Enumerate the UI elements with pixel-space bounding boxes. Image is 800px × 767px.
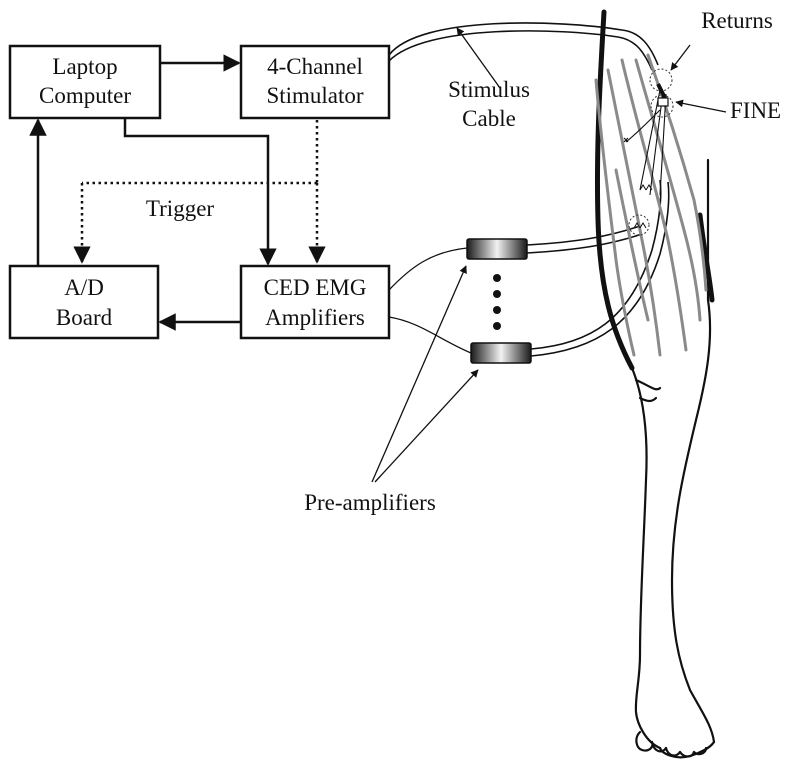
trigger-label: Trigger — [146, 196, 214, 221]
stimulus-cable-pointer — [456, 27, 501, 89]
laptop-label-line2: Computer — [39, 83, 131, 108]
emg-label-line2: Amplifiers — [265, 305, 365, 330]
returns-pointer — [670, 44, 691, 71]
ad-board-label-line1: A/D — [64, 275, 104, 300]
stimulus-cable-label-line2: Cable — [462, 106, 516, 131]
stimulator-label-line2: Stimulator — [266, 83, 363, 108]
preamplifiers-label: Pre-amplifiers — [304, 490, 436, 515]
preamp-to-leg-cables — [526, 179, 670, 357]
fine-pointer — [675, 99, 727, 113]
emg-label-line1: CED EMG — [264, 275, 367, 300]
preamp-ellipsis-dots — [493, 274, 501, 330]
ad-board-block: A/D Board — [8, 264, 160, 340]
emg-input-leads — [388, 247, 472, 354]
stimulator-label-line1: 4-Channel — [267, 54, 363, 79]
preamp-top — [466, 238, 528, 260]
preamp-pointer-bottom — [374, 369, 479, 483]
trigger-lines — [73, 120, 326, 264]
preamp-pointer-top — [371, 265, 467, 483]
stimulus-cable-inner — [388, 30, 653, 71]
stimulus-cable-label-line1: Stimulus — [448, 77, 530, 102]
ad-board-label-line2: Board — [56, 305, 113, 330]
emg-amplifiers-block: CED EMG Amplifiers — [239, 264, 391, 340]
leg-illustration — [594, 9, 716, 759]
stimulator-block: 4-Channel Stimulator — [239, 44, 391, 120]
laptop-to-emg-arrow — [123, 118, 277, 266]
stimulus-cable-outer — [388, 22, 659, 66]
laptop-block: Laptop Computer — [8, 44, 162, 120]
fine-label: FINE — [730, 98, 781, 123]
preamp-bottom — [470, 342, 532, 364]
laptop-label-line1: Laptop — [52, 54, 117, 79]
returns-label: Returns — [701, 8, 773, 33]
